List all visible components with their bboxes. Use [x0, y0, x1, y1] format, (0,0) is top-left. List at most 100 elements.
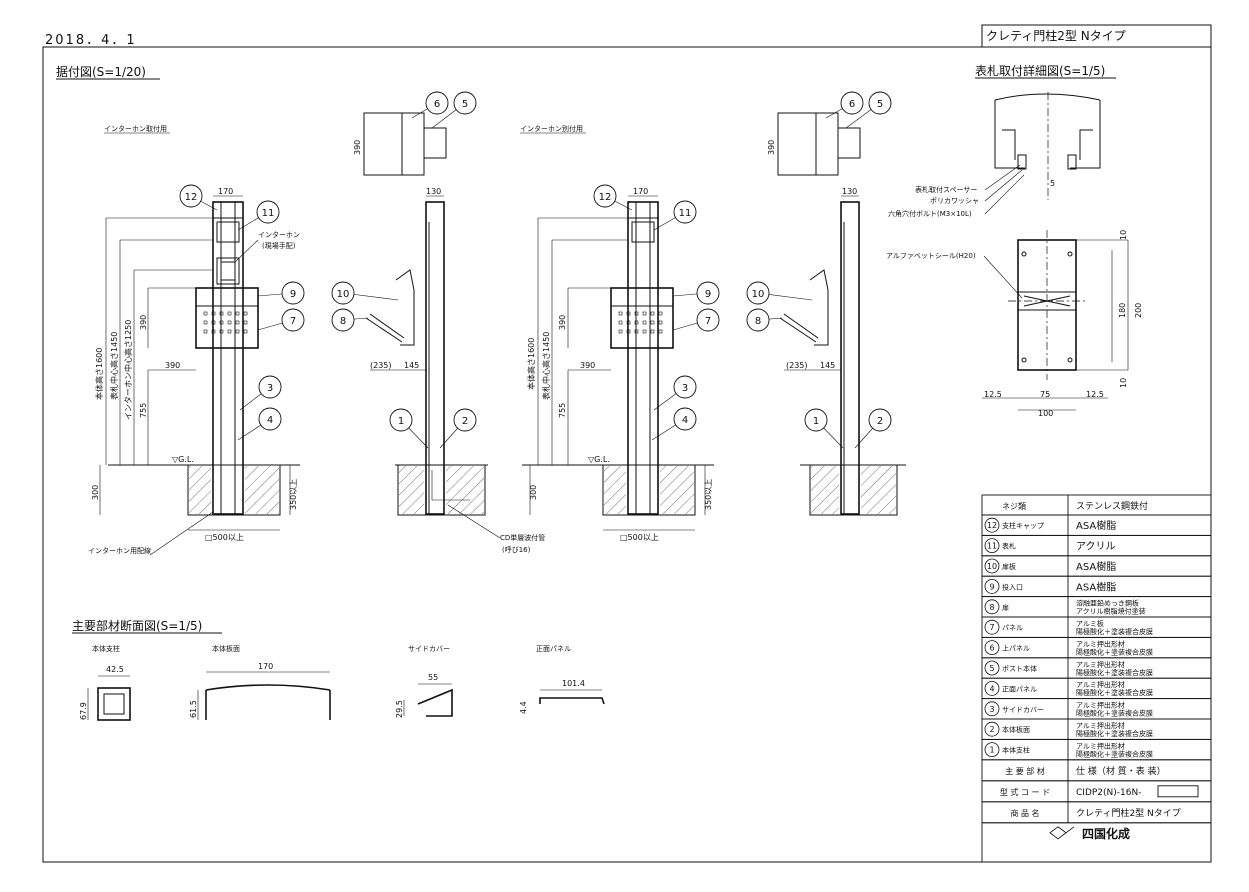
- part-callout-3: 3: [239, 375, 282, 411]
- svg-text:8: 8: [989, 603, 994, 612]
- part-callout-1: 1: [804, 408, 844, 449]
- svg-text:6: 6: [434, 99, 440, 110]
- svg-text:7: 7: [705, 316, 711, 327]
- section-3: サイドカバー 55 29.5: [395, 645, 453, 718]
- svg-text:5: 5: [877, 99, 883, 110]
- sign-detail-front-view: アルファベットシール(H20) 10 180 200 10 12.5 75 12…: [886, 230, 1143, 418]
- part-callout-6: 6: [411, 91, 449, 119]
- svg-text:表札取付スペーサー: 表札取付スペーサー: [915, 185, 977, 194]
- svg-text:5: 5: [1050, 179, 1055, 188]
- svg-text:(235): (235): [370, 361, 392, 370]
- footer-label: 商 品 名: [1010, 808, 1039, 818]
- section-1: 本体支柱 42.5 67.9: [79, 644, 131, 721]
- part-callout-10: 10: [331, 281, 399, 305]
- svg-text:インターホン中心高さ1250: インターホン中心高さ1250: [123, 320, 133, 420]
- svg-text:アルミ押出形材: アルミ押出形材: [1076, 721, 1125, 730]
- svg-text:390: 390: [767, 140, 776, 155]
- table-row-name: 扉板: [1002, 562, 1016, 571]
- part-callout-4: 4: [237, 407, 282, 441]
- svg-text:755: 755: [558, 403, 567, 418]
- part-callout-6: 6: [825, 91, 864, 119]
- svg-text:10: 10: [752, 289, 765, 300]
- svg-text:3: 3: [989, 705, 994, 714]
- svg-text:350以上: 350以上: [704, 479, 713, 510]
- svg-text:10: 10: [1119, 230, 1128, 240]
- table-row-name: 表札: [1002, 542, 1016, 551]
- svg-text:表札中心高さ1450: 表札中心高さ1450: [541, 332, 551, 400]
- svg-text:▽G.L.: ▽G.L.: [588, 455, 610, 464]
- part-callout-10: 10: [746, 281, 813, 305]
- part-callout-9: 9: [257, 281, 305, 305]
- svg-text:12: 12: [599, 192, 612, 203]
- svg-text:29.5: 29.5: [395, 700, 404, 718]
- table-row-name: ポスト本体: [1002, 664, 1037, 673]
- svg-text:六角穴付ボルト(M3×10L): 六角穴付ボルト(M3×10L): [888, 209, 972, 218]
- svg-text:アルミ押出形材: アルミ押出形材: [1076, 660, 1125, 669]
- svg-text:□500以上: □500以上: [620, 533, 659, 542]
- svg-text:□500以上: □500以上: [205, 533, 244, 542]
- foundation: [187, 464, 281, 516]
- part-callout-12: 12: [593, 184, 633, 211]
- table-row-name: 扉: [1002, 603, 1009, 612]
- footer-value: 仕 様（材 質・表 装）: [1076, 765, 1166, 777]
- svg-text:アルミ押出形材: アルミ押出形材: [1076, 680, 1125, 689]
- svg-text:本体高さ1600: 本体高さ1600: [94, 348, 104, 400]
- svg-text:4.4: 4.4: [519, 701, 528, 714]
- part-callout-5: 5: [845, 91, 892, 129]
- sheet-border: [42, 46, 1212, 863]
- svg-text:180: 180: [1118, 303, 1127, 318]
- table-row-name: パネル: [1002, 624, 1023, 632]
- svg-text:表札中心高さ1450: 表札中心高さ1450: [109, 332, 119, 400]
- svg-text:アルファベットシール(H20): アルファベットシール(H20): [886, 252, 976, 260]
- svg-text:5: 5: [462, 99, 468, 110]
- svg-text:170: 170: [633, 187, 648, 196]
- svg-text:本体板面: 本体板面: [212, 644, 240, 653]
- svg-text:9: 9: [705, 289, 711, 300]
- svg-text:ポリカワッシャ: ポリカワッシャ: [930, 197, 979, 205]
- part-callout-11: 11: [237, 200, 280, 231]
- svg-text:インターホン用配線: インターホン用配線: [88, 546, 151, 555]
- svg-text:6: 6: [989, 644, 994, 653]
- svg-text:350以上: 350以上: [289, 479, 298, 510]
- table-row-name: 上パネル: [1002, 644, 1030, 653]
- view-label-intercom-separate: インターホン別付用: [520, 124, 583, 133]
- table-row-name: 正面パネル: [1002, 685, 1037, 693]
- footer-value: CIDP2(N)-16N-: [1076, 788, 1141, 798]
- svg-text:陽極酸化＋塗装複合皮膜: 陽極酸化＋塗装複合皮膜: [1076, 729, 1153, 738]
- svg-text:4: 4: [267, 415, 273, 426]
- section-2: 本体板面 170 61.5: [189, 644, 331, 720]
- svg-text:陽極酸化＋塗装複合皮膜: 陽極酸化＋塗装複合皮膜: [1076, 749, 1153, 758]
- title-box: [981, 24, 1212, 48]
- svg-text:170: 170: [258, 662, 273, 671]
- svg-text:9: 9: [989, 582, 994, 591]
- svg-text:5: 5: [989, 664, 994, 673]
- svg-text:本体高さ1600: 本体高さ1600: [526, 338, 536, 390]
- svg-text:130: 130: [842, 187, 857, 196]
- svg-text:4: 4: [682, 415, 688, 426]
- svg-text:8: 8: [755, 316, 761, 327]
- sections-title: 主要部材断面図(S=1/5): [72, 618, 202, 633]
- table-row-name: 本体板面: [1002, 725, 1030, 734]
- part-callout-8: 8: [746, 308, 783, 332]
- svg-text:10: 10: [987, 562, 997, 571]
- part-callout-5: 5: [431, 91, 477, 129]
- front-view-intercom-mount: インターホン取付用 170 本体高さ1600 表札中心高さ1450: [88, 124, 300, 556]
- svg-text:アルミ押出形材: アルミ押出形材: [1076, 639, 1125, 648]
- svg-text:200: 200: [1134, 303, 1143, 318]
- svg-text:1: 1: [813, 416, 819, 427]
- svg-text:1: 1: [398, 416, 404, 427]
- svg-text:1: 1: [989, 746, 994, 755]
- svg-text:390: 390: [580, 361, 595, 370]
- svg-text:(呼び16): (呼び16): [502, 545, 531, 554]
- svg-text:本体支柱: 本体支柱: [92, 644, 120, 653]
- svg-text:陽極酸化＋塗装複合皮膜: 陽極酸化＋塗装複合皮膜: [1076, 627, 1153, 636]
- company-logo: 四国化成: [1082, 826, 1130, 841]
- svg-text:8: 8: [340, 316, 346, 327]
- svg-text:300: 300: [529, 485, 538, 500]
- svg-text:755: 755: [139, 403, 148, 418]
- svg-text:390: 390: [139, 315, 148, 330]
- svg-text:9: 9: [290, 289, 296, 300]
- part-callout-3: 3: [653, 375, 697, 411]
